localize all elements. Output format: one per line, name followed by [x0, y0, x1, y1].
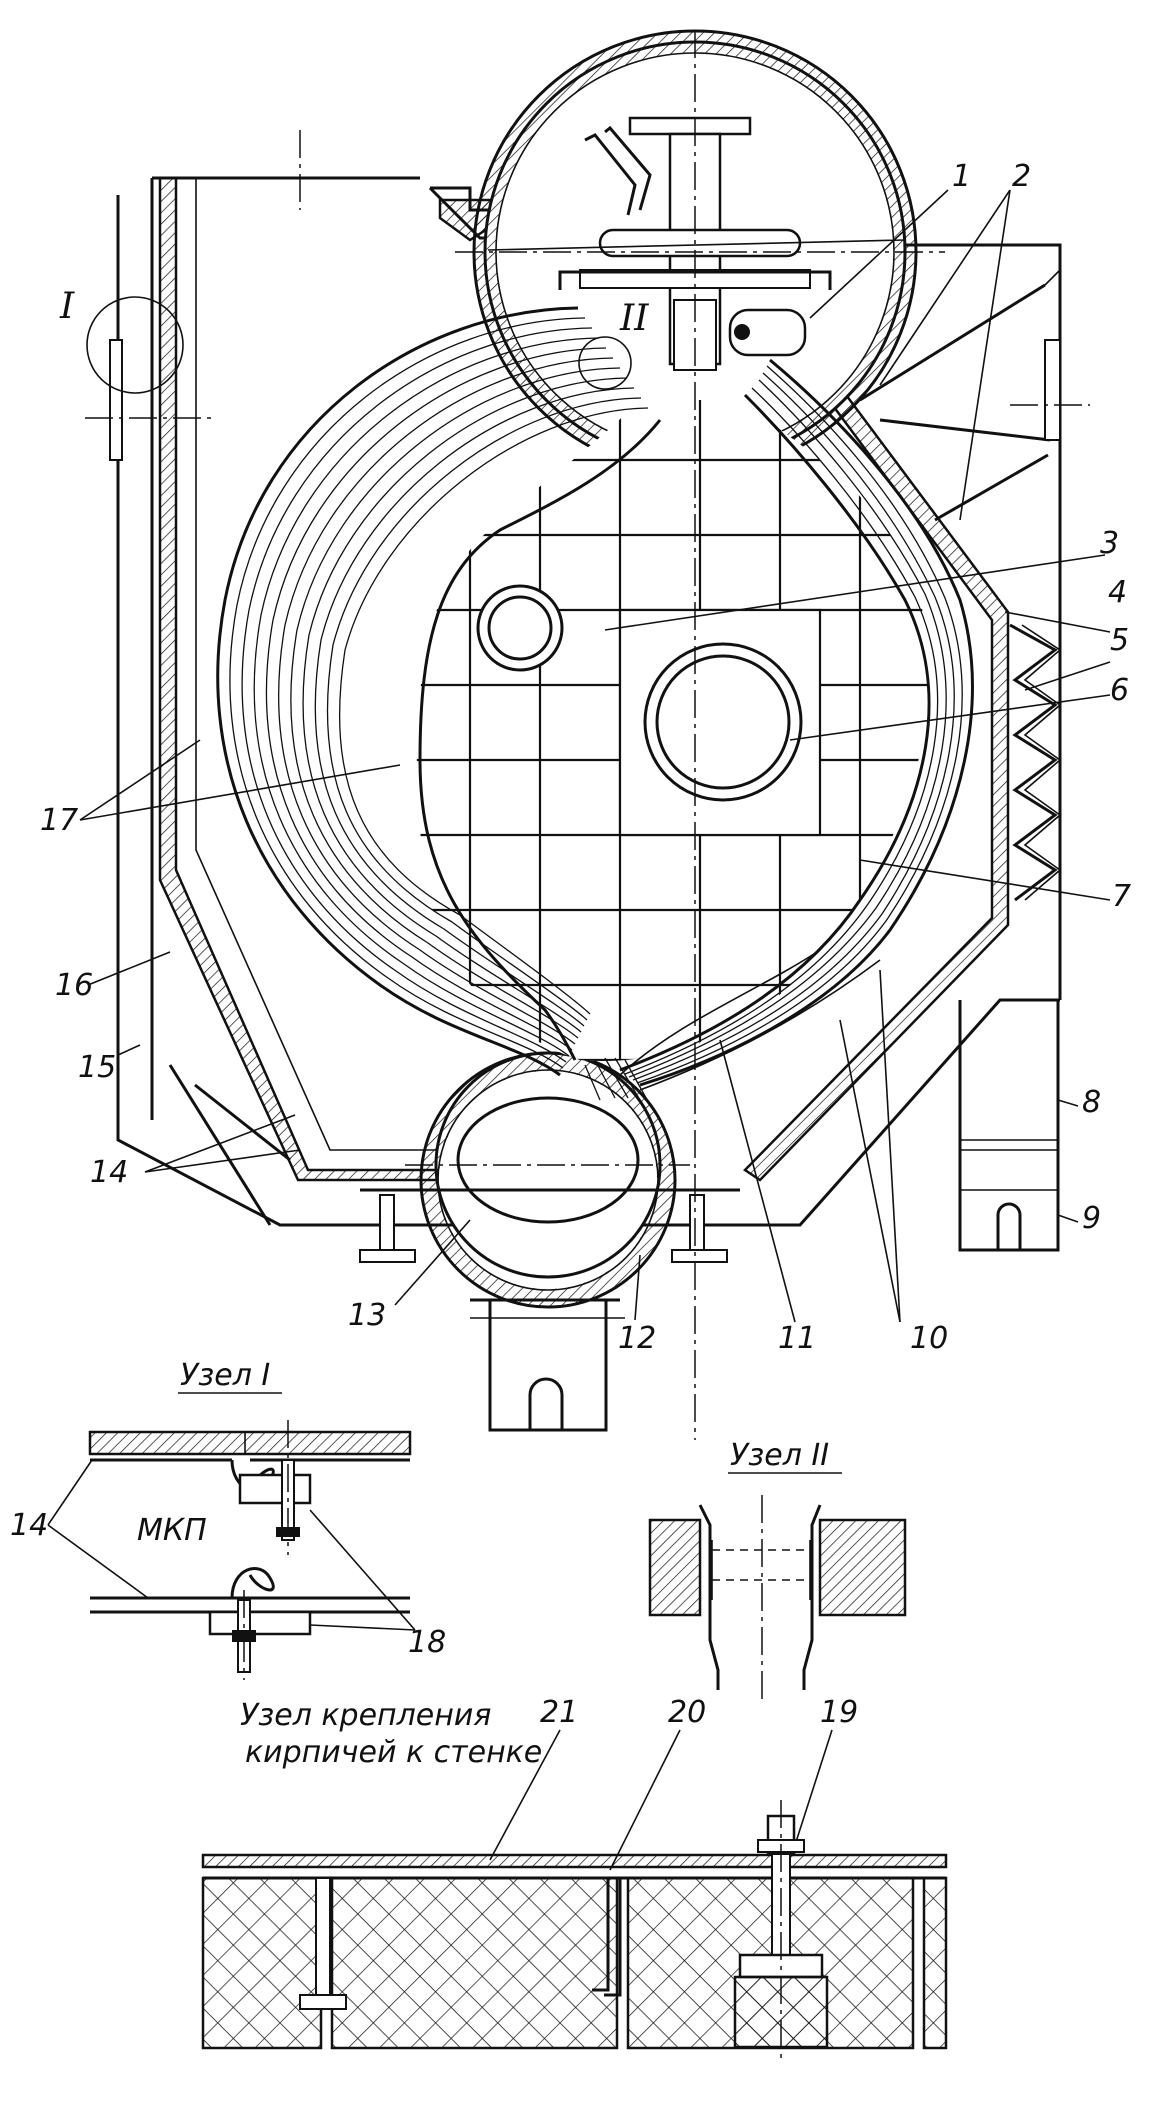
callout-3: 3 [1100, 526, 1119, 561]
right-tube-bank [619, 358, 974, 1091]
left-tube-bank [216, 306, 662, 1077]
lower-drum [359, 1051, 740, 1432]
drum-feet [359, 1188, 740, 1263]
callout-12: 12 [618, 1321, 656, 1356]
tube-convergence [584, 1057, 651, 1106]
detail-I-callout-14: 14 [10, 1508, 48, 1543]
detail-II-title: Узел II [730, 1438, 829, 1473]
detail-node-I: Узел I МКП 14 18 [10, 1358, 446, 1680]
callout-6: 6 [1110, 673, 1129, 708]
callout-4: 4 [1108, 575, 1127, 610]
callout-15: 15 [78, 1050, 116, 1085]
leader-lines [79, 189, 1111, 1323]
callout-14: 14 [90, 1155, 128, 1190]
callout-7: 7 [1112, 879, 1131, 914]
callout-10: 10 [910, 1321, 948, 1356]
furnace-brick-grid [416, 400, 930, 1061]
callout-17: 17 [40, 803, 78, 838]
callout-numbers: 1 2 3 4 5 6 7 8 9 10 11 12 13 14 15 16 1… [40, 159, 1131, 1356]
callout-5: 5 [1110, 623, 1129, 658]
detail-brick-attachment: Узел крепления кирпичей к стенке 21 20 1… [201, 1695, 948, 2060]
callout-2: 2 [1012, 159, 1031, 194]
burner-port-small [476, 584, 564, 672]
brick-callout-19: 19 [820, 1695, 858, 1730]
node-II-circle [578, 336, 632, 390]
callout-8: 8 [1082, 1085, 1101, 1120]
callout-13: 13 [348, 1298, 386, 1333]
upper-drum [472, 29, 918, 475]
detail-I-title: Узел I [180, 1358, 270, 1393]
burner-port-large [643, 642, 803, 802]
node-II-mark: II [619, 298, 649, 339]
right-casing [730, 243, 1062, 1252]
callout-9: 9 [1082, 1201, 1101, 1236]
callout-16: 16 [55, 968, 93, 1003]
callout-1: 1 [952, 159, 971, 194]
callout-11: 11 [778, 1321, 816, 1356]
detail-I-inner-label: МКП [137, 1513, 207, 1548]
brick-detail-title-1: Узел крепления [240, 1698, 491, 1733]
brick-callout-20: 20 [668, 1695, 706, 1730]
center-lines [85, 30, 1090, 1440]
node-I-mark: I [59, 286, 75, 327]
brick-callout-21: 21 [540, 1695, 578, 1730]
corrugated-panel [1009, 623, 1062, 902]
brick-detail-title-2: кирпичей к стенке [245, 1735, 542, 1770]
detail-I-callout-18: 18 [408, 1625, 446, 1660]
main-section: 1 2 3 4 5 6 7 8 9 10 11 12 13 14 15 16 1… [40, 29, 1131, 1440]
node-I-circle [86, 296, 184, 394]
detail-node-II: Узел II [648, 1438, 907, 1705]
